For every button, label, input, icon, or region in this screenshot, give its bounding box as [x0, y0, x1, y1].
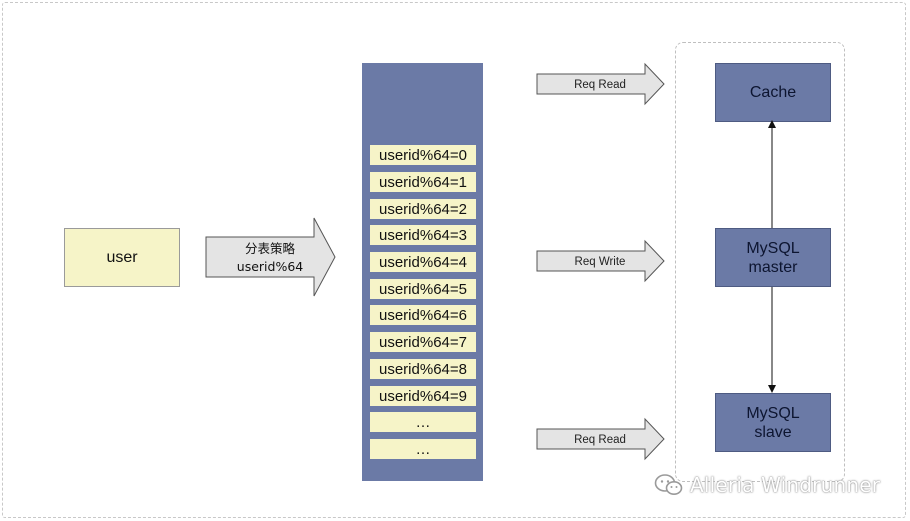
- mysql-master-node: MySQL master: [715, 228, 831, 287]
- shard-item-ellipsis: …: [370, 412, 476, 432]
- shard-item: userid%64=8: [370, 359, 476, 379]
- strategy-label-line2: userid%64: [237, 259, 304, 274]
- wechat-icon: [654, 474, 683, 495]
- mysql-slave-node: MySQL slave: [715, 393, 831, 452]
- req-read-bottom-label: Req Read: [574, 434, 626, 446]
- cache-label: Cache: [749, 84, 797, 101]
- shard-item: userid%64=7: [370, 332, 476, 352]
- master-label-line2: master: [748, 258, 798, 276]
- slave-label-line2: slave: [754, 423, 792, 441]
- req-read-bottom-arrow: [536, 417, 665, 461]
- strategy-label-line1: 分表策略: [245, 241, 296, 256]
- req-read-top-label: Req Read: [574, 79, 626, 91]
- watermark-text: Alleria Windrunner: [690, 473, 881, 497]
- shard-item: userid%64=1: [370, 172, 476, 192]
- req-read-top-arrow: [536, 62, 665, 106]
- user-label: user: [106, 248, 138, 266]
- user-box: user: [64, 228, 180, 287]
- slave-label-line1: MySQL: [746, 404, 800, 422]
- watermark: Alleria Windrunner: [654, 472, 880, 498]
- shard-item: userid%64=2: [370, 199, 476, 219]
- shard-item: userid%64=9: [370, 386, 476, 406]
- strategy-arrow: [205, 217, 336, 297]
- shard-item: userid%64=4: [370, 252, 476, 272]
- master-label-line1: MySQL: [746, 239, 800, 257]
- shard-table-column: userid%64=0 userid%64=1 userid%64=2 user…: [362, 63, 483, 481]
- shard-item-ellipsis: …: [370, 439, 476, 459]
- shard-item: userid%64=5: [370, 279, 476, 299]
- req-write-label: Req Write: [575, 256, 626, 268]
- shard-item: userid%64=0: [370, 145, 476, 165]
- shard-item: userid%64=3: [370, 225, 476, 245]
- cache-node: Cache: [715, 63, 831, 122]
- shard-item: userid%64=6: [370, 305, 476, 325]
- storage-group-boundary: [675, 42, 845, 482]
- req-write-arrow: [536, 239, 665, 283]
